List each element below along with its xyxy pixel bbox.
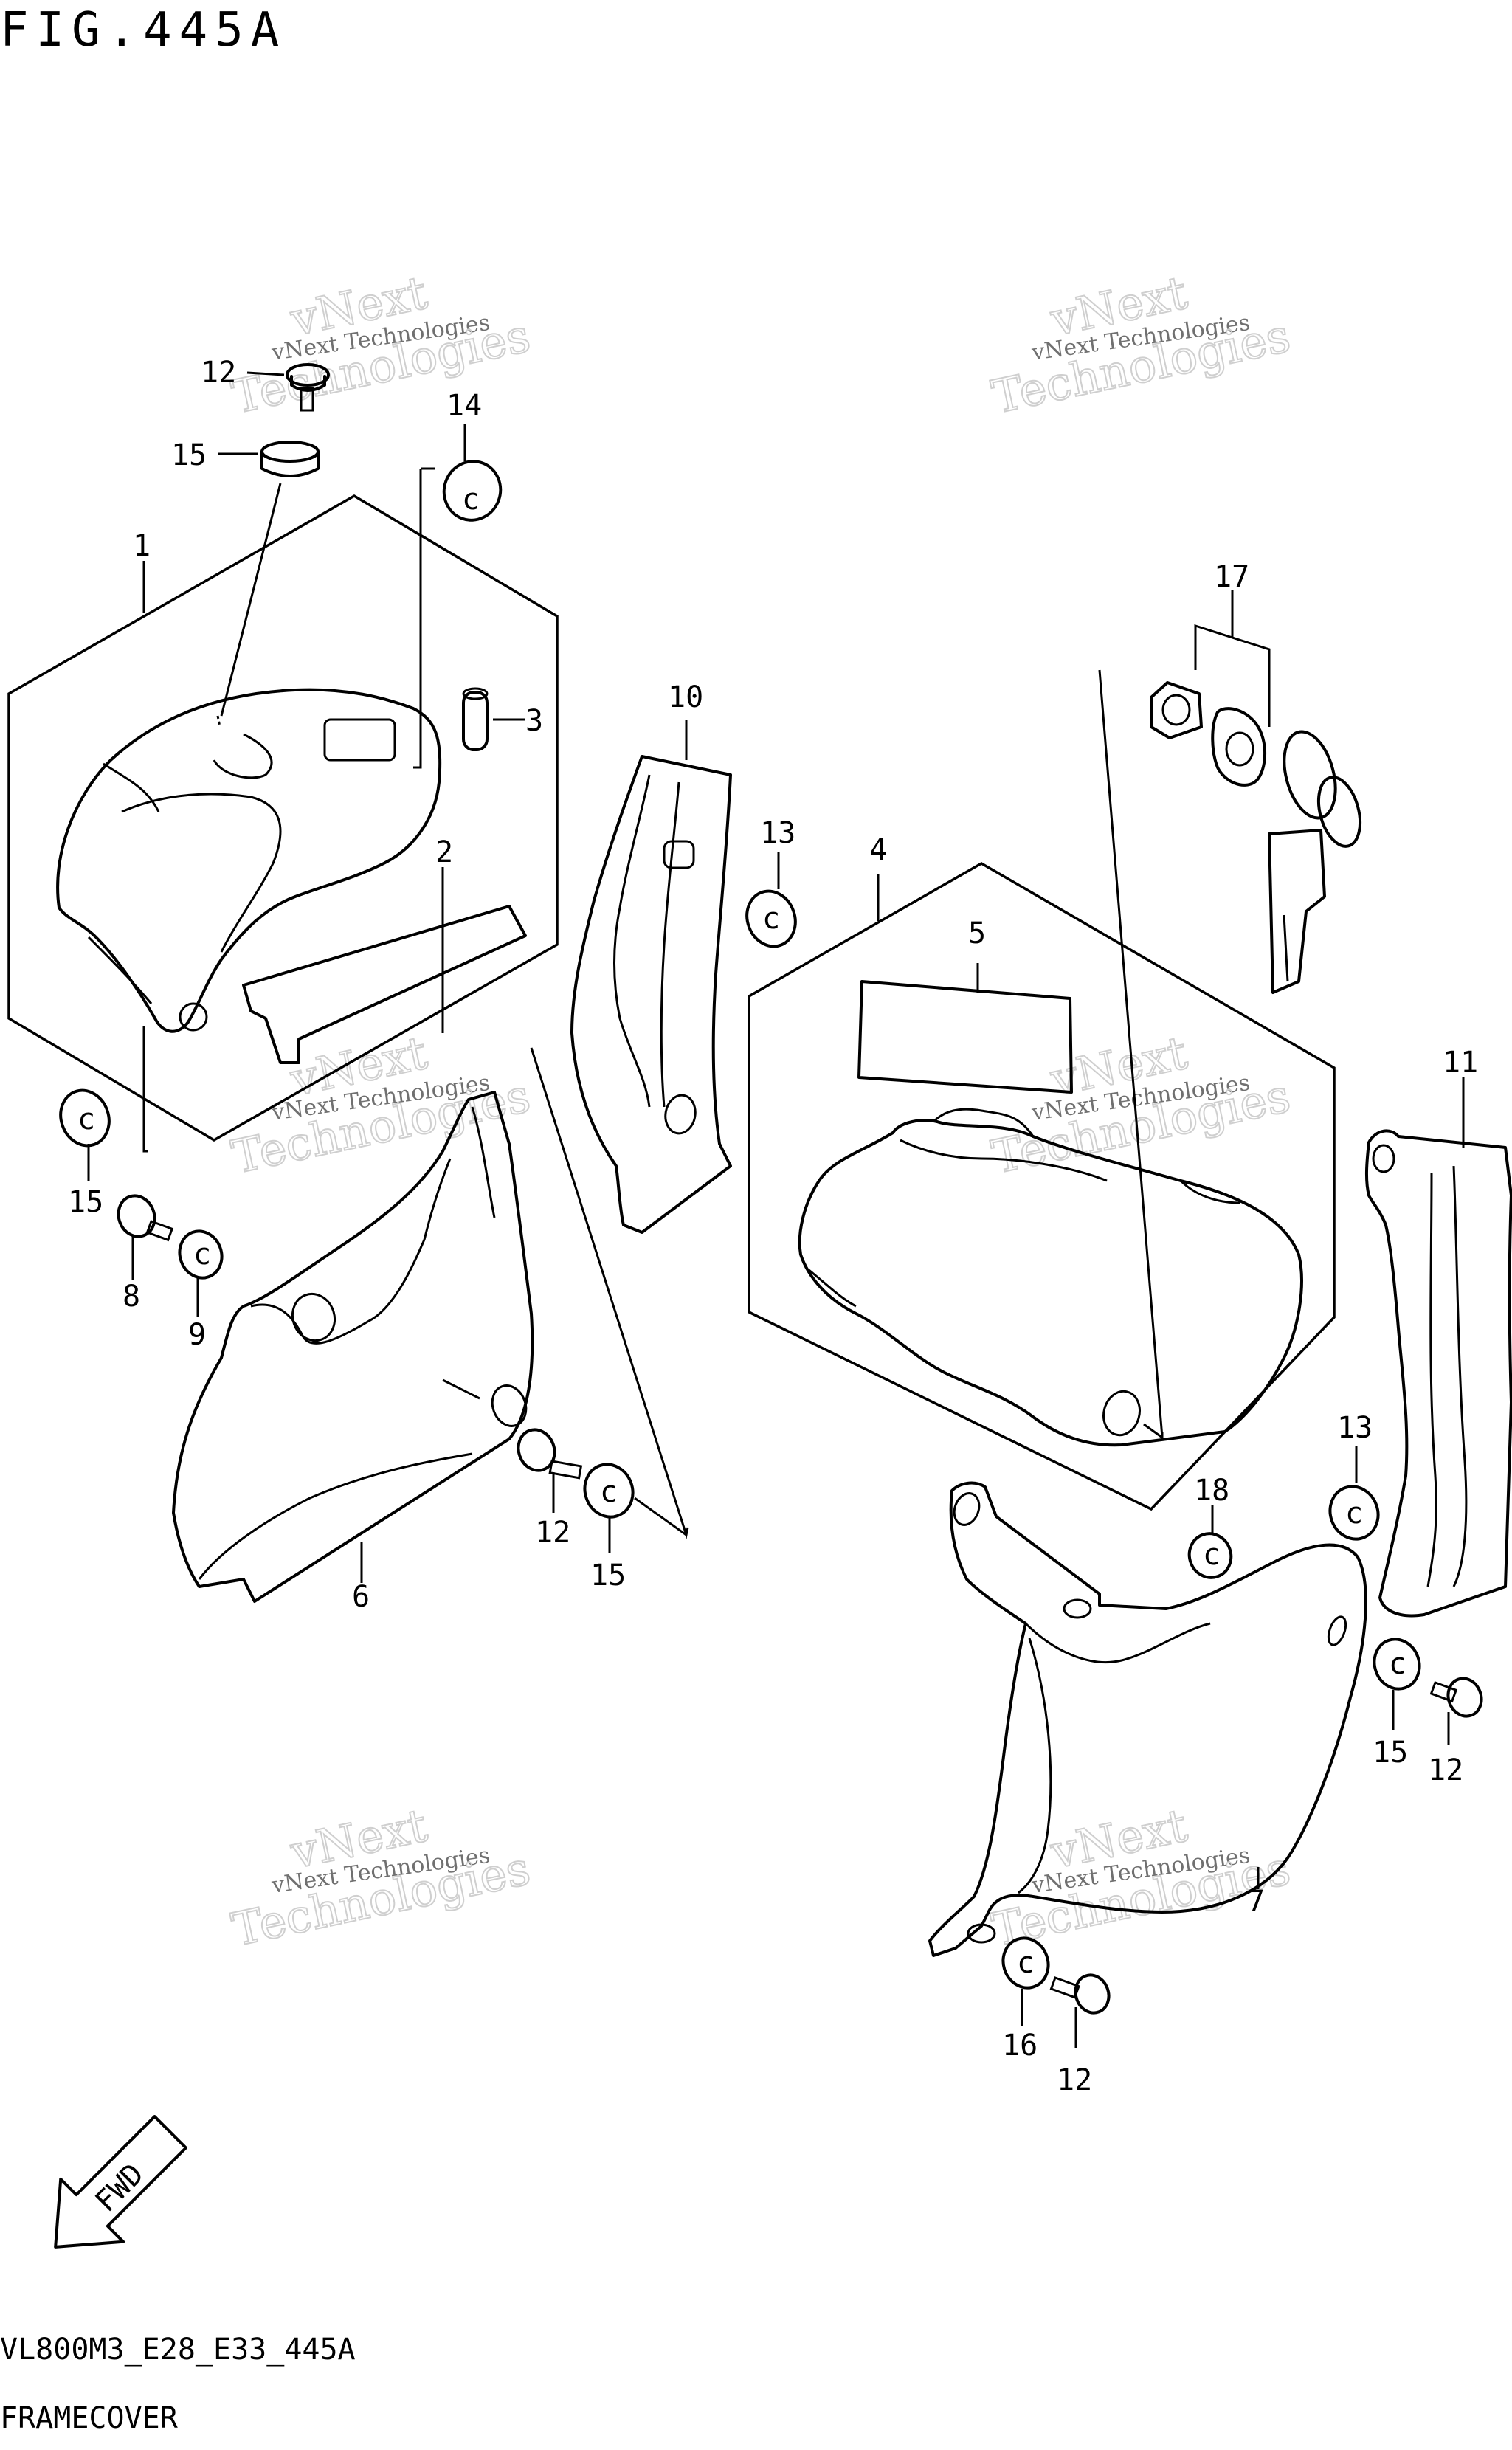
callout-2: 2 [435, 835, 453, 869]
part-13-grommet-right: c [1328, 1485, 1380, 1541]
callout-11: 11 [1443, 1046, 1478, 1080]
part-2-bracket-plate [242, 905, 527, 1064]
callout-15-left: 15 [68, 1185, 103, 1219]
callout-15-top: 15 [171, 438, 207, 472]
part-17-lock-set [1150, 681, 1362, 994]
callout-13-left: 13 [760, 816, 795, 850]
grommet-c-mark: c [77, 1102, 95, 1136]
part-8-bolt [117, 1194, 174, 1242]
part-12-bolt-mid [517, 1428, 583, 1480]
part-7-frame-cover-lower-right [928, 1481, 1367, 1957]
callout-13-right: 13 [1337, 1411, 1373, 1445]
part-15-grommet-top [260, 441, 320, 477]
watermark-bottom-left: vNext Technologies vNext Technologies [227, 1798, 536, 1958]
part-14-grommet: c [442, 460, 503, 522]
callout-4: 4 [869, 833, 887, 867]
part-18-grommet: c [1187, 1532, 1233, 1579]
leader-14 [413, 469, 422, 769]
part-9-grommet: c [178, 1229, 224, 1280]
part-12-bolt-top [286, 363, 330, 412]
assembly-frame-1 [7, 494, 559, 1142]
leader-15-left [142, 1026, 148, 1153]
leader-12-top [246, 371, 285, 376]
fwd-arrow-icon: FWD [54, 2115, 187, 2249]
callout-8: 8 [122, 1280, 140, 1314]
callout-12-bottom: 12 [1057, 2063, 1092, 2097]
part-5-label-sticker [857, 980, 1073, 1094]
callout-15-mid: 15 [590, 1559, 626, 1592]
part-10-bracket [570, 755, 732, 1234]
callout-17: 17 [1214, 560, 1249, 594]
part-11-bracket [1364, 1129, 1512, 1618]
callout-12-right: 12 [1428, 1753, 1463, 1787]
grommet-c-mark: c [1345, 1497, 1363, 1531]
grommet-c-mark: c [762, 902, 780, 936]
grommet-c-mark: c [193, 1238, 211, 1271]
assembly-frame-4 [748, 861, 1336, 1511]
callout-16: 16 [1002, 2029, 1038, 2063]
leader-10-long-b [634, 1497, 687, 1536]
fwd-label: FWD [89, 2157, 151, 2219]
watermark-top-left: vNext Technologies vNext Technologies [227, 265, 536, 425]
callout-7: 7 [1247, 1885, 1265, 1919]
leader-17 [1194, 624, 1271, 727]
part-6-frame-cover-lower-left [172, 1091, 534, 1603]
part-1-frame-cover-left [56, 688, 442, 1033]
part-4-frame-cover-right [798, 1108, 1303, 1447]
watermark-mid-left: vNext Technologies vNext Technologies [227, 1025, 536, 1185]
part-16-grommet: c [1001, 1936, 1050, 1990]
figure-title: FIG.445A [0, 3, 286, 58]
part-13-grommet-left: c [745, 889, 797, 948]
part-15-grommet-left: c [59, 1088, 111, 1148]
callout-12-mid: 12 [535, 1516, 570, 1550]
callout-12-top: 12 [201, 356, 236, 390]
watermark-mid-right: vNext Technologies vNext Technologies [987, 1025, 1296, 1185]
grommet-c-mark: c [462, 483, 480, 517]
callout-3: 3 [525, 704, 543, 738]
leader-15-top [220, 483, 282, 717]
leader-17-long-b [1143, 1423, 1163, 1439]
part-15-grommet-mid: c [583, 1463, 635, 1519]
callout-18: 18 [1194, 1474, 1229, 1508]
grommet-c-mark: c [600, 1475, 618, 1509]
watermark-top-right: vNext Technologies vNext Technologies [987, 265, 1296, 425]
part-3-pin [462, 687, 489, 751]
diagram-code: VL800M3_E28_E33_445A [0, 2333, 356, 2367]
callout-9: 9 [188, 1318, 206, 1352]
part-12-bolt-bottom [1049, 1973, 1111, 2015]
callout-14: 14 [446, 389, 482, 423]
grommet-c-mark: c [1389, 1647, 1406, 1681]
diagram-caption: FRAMECOVER [0, 2401, 179, 2435]
callout-1: 1 [133, 529, 151, 563]
grommet-c-mark: c [1203, 1538, 1221, 1572]
callout-6: 6 [352, 1580, 370, 1614]
part-15-grommet-right: c [1373, 1638, 1421, 1691]
leader-15-top-dash [216, 715, 221, 728]
grommet-c-mark: c [1017, 1946, 1035, 1980]
callout-5: 5 [968, 917, 986, 950]
callout-10: 10 [668, 680, 703, 714]
callout-15-right: 15 [1373, 1736, 1408, 1770]
part-12-bolt-right [1429, 1677, 1483, 1718]
